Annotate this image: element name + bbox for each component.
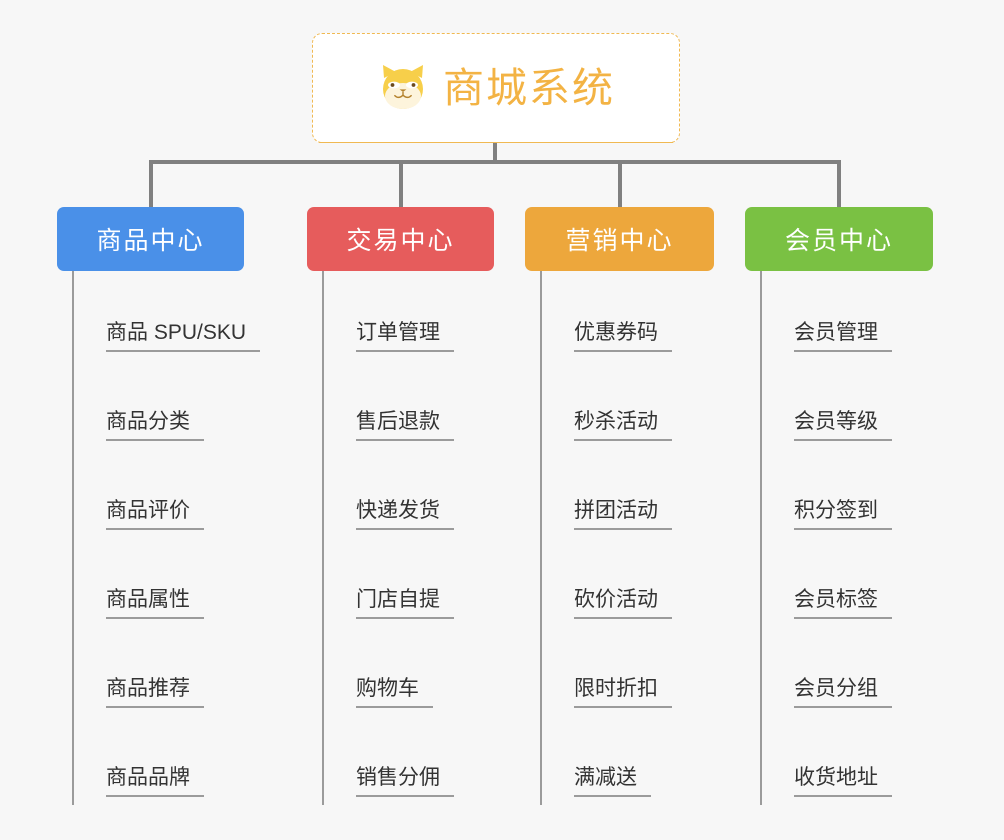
leaf-item[interactable]: 购物车 (322, 627, 452, 716)
leaf-item-label: 订单管理 (356, 321, 454, 352)
leaf-item[interactable]: 商品品牌 (72, 716, 258, 805)
leaf-item-label: 优惠券码 (574, 321, 672, 352)
leaf-item-label: 购物车 (356, 677, 433, 708)
leaf-item[interactable]: 会员等级 (760, 360, 892, 449)
leaf-item-label: 商品推荐 (106, 677, 204, 708)
leaf-item[interactable]: 收货地址 (760, 716, 892, 805)
category-box-1[interactable]: 商品中心 (57, 207, 244, 271)
leaf-item-label: 商品分类 (106, 410, 204, 441)
leaf-item[interactable]: 优惠券码 (540, 271, 672, 360)
leaf-item[interactable]: 门店自提 (322, 538, 454, 627)
leaf-item[interactable]: 商品分类 (72, 360, 258, 449)
connector-drop-3 (617, 160, 622, 208)
leaf-item-label: 商品 SPU/SKU (106, 321, 261, 352)
leaf-item-label: 商品属性 (106, 588, 204, 619)
connector-horizontal-bar (150, 160, 840, 164)
leaf-item[interactable]: 商品评价 (72, 449, 258, 538)
leaf-item-label: 拼团活动 (574, 499, 672, 530)
leaf-item-label: 商品品牌 (106, 766, 204, 797)
leaf-item-label: 满减送 (574, 766, 651, 797)
leaf-item[interactable]: 会员标签 (760, 538, 892, 627)
leaf-item-label: 会员管理 (794, 321, 892, 352)
leaf-item[interactable]: 秒杀活动 (540, 360, 672, 449)
connector-root-stem (493, 143, 497, 163)
leaf-column-1: 商品 SPU/SKU 商品分类商品评价商品属性商品推荐商品品牌 (72, 271, 261, 805)
leaf-column-2: 订单管理售后退款快递发货门店自提购物车销售分佣 (322, 271, 454, 805)
category-label: 交易中心 (346, 227, 455, 255)
connector-drop-4 (837, 160, 841, 208)
shiba-dog-icon (377, 62, 429, 114)
leaf-item-label: 商品评价 (106, 499, 204, 530)
leaf-column-3: 优惠券码秒杀活动拼团活动砍价活动限时折扣满减送 (540, 271, 672, 805)
leaf-item[interactable]: 会员分组 (760, 627, 892, 716)
leaf-item-label: 限时折扣 (574, 677, 672, 708)
leaf-item-label: 会员分组 (794, 677, 892, 708)
leaf-item-label: 售后退款 (356, 410, 454, 441)
leaf-item[interactable]: 积分签到 (760, 449, 892, 538)
leaf-item[interactable]: 限时折扣 (540, 627, 672, 716)
leaf-item[interactable]: 销售分佣 (322, 716, 454, 805)
root-node-title: 商城系统 (443, 64, 615, 111)
leaf-column-4: 会员管理会员等级积分签到会员标签会员分组收货地址 (760, 271, 892, 805)
leaf-item[interactable]: 订单管理 (322, 271, 454, 360)
leaf-item-label: 秒杀活动 (574, 410, 672, 441)
leaf-item-label: 积分签到 (794, 499, 892, 530)
leaf-item-label: 收货地址 (794, 766, 892, 797)
leaf-item[interactable]: 砍价活动 (540, 538, 672, 627)
leaf-item-label: 会员标签 (794, 588, 892, 619)
leaf-item-label: 快递发货 (356, 499, 454, 530)
connector-drop-2 (398, 160, 403, 208)
leaf-item-label: 会员等级 (794, 410, 892, 441)
category-box-2[interactable]: 交易中心 (307, 207, 494, 271)
category-label: 会员中心 (784, 227, 893, 255)
leaf-item[interactable]: 商品推荐 (72, 627, 258, 716)
category-label: 营销中心 (565, 227, 674, 255)
leaf-item[interactable]: 满减送 (540, 716, 670, 805)
leaf-item[interactable]: 快递发货 (322, 449, 454, 538)
category-box-4[interactable]: 会员中心 (745, 207, 933, 271)
leaf-item-label: 砍价活动 (574, 588, 672, 619)
root-node-card[interactable]: 商城系统 (312, 33, 680, 143)
leaf-item[interactable]: 会员管理 (760, 271, 892, 360)
leaf-item[interactable]: 商品属性 (72, 538, 258, 627)
leaf-item-label: 销售分佣 (356, 766, 454, 797)
category-box-3[interactable]: 营销中心 (525, 207, 714, 271)
leaf-item[interactable]: 售后退款 (322, 360, 454, 449)
leaf-item-label: 门店自提 (356, 588, 454, 619)
leaf-item[interactable]: 拼团活动 (540, 449, 672, 538)
connector-drop-1 (148, 160, 153, 208)
leaf-item[interactable]: 商品 SPU/SKU (72, 271, 261, 360)
category-label: 商品中心 (96, 227, 205, 255)
